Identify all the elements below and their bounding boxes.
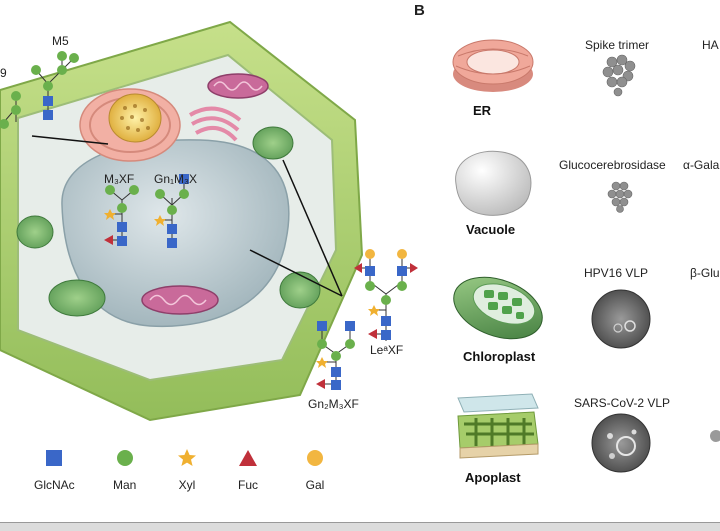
glycan-label-lexf: LeᵃXF bbox=[370, 343, 404, 357]
glycan-label-gn2m3xf: Gn₂M₃XF bbox=[308, 397, 359, 411]
glycan-label-partial: 9 bbox=[0, 66, 7, 80]
nucleus-pores bbox=[120, 104, 150, 132]
legend-label: Man bbox=[113, 478, 137, 492]
glycan-label-m5: M5 bbox=[52, 34, 69, 48]
legend-item-man: Man bbox=[113, 448, 136, 492]
legend-label: Fuc bbox=[238, 478, 259, 492]
er-organelle-image bbox=[452, 39, 534, 92]
nucleus bbox=[108, 93, 162, 143]
vacuole-organelle-image bbox=[455, 150, 532, 216]
organelle-label-chloroplast: Chloroplast bbox=[463, 349, 536, 364]
product-label-sars-cov-2-vlp: SARS-CoV-2 VLP bbox=[574, 396, 671, 410]
chloroplast-organelle-image bbox=[453, 276, 543, 340]
mitochondrion-top bbox=[207, 73, 269, 99]
partial-product-image bbox=[710, 430, 720, 442]
organelle-label-vacuole: Vacuole bbox=[466, 222, 516, 237]
chloroplast-3 bbox=[48, 279, 106, 317]
star-icon bbox=[178, 449, 196, 466]
pointer-line-er bbox=[31, 135, 109, 145]
golgi bbox=[188, 106, 242, 142]
spike-trimer-image bbox=[602, 54, 636, 97]
chloroplast-2 bbox=[16, 215, 54, 249]
legend-label: Gal bbox=[305, 478, 325, 492]
glycan-partial-left-structure bbox=[0, 91, 21, 129]
product-label-alpha-gala-partial: α-Gala bbox=[683, 158, 720, 172]
pointer-line-apoplast-a bbox=[282, 159, 343, 297]
triangle-icon bbox=[239, 450, 257, 466]
glycan-label-m3xf: M₃XF bbox=[104, 172, 135, 186]
product-label-hpv16-vlp: HPV16 VLP bbox=[584, 266, 649, 280]
legend-item-glcnac: GlcNAc bbox=[34, 448, 75, 492]
square-icon bbox=[46, 450, 63, 466]
glycan-gn1m3x-structure bbox=[154, 174, 189, 248]
circle-icon bbox=[307, 450, 323, 466]
chloroplast-1 bbox=[252, 126, 294, 160]
plant-cell-illustration bbox=[0, 20, 364, 422]
glycan-legend: GlcNAc Man Xyl Fuc Gal bbox=[0, 440, 360, 500]
glucocerebrosidase-image bbox=[607, 181, 633, 213]
product-label-beta-glu-partial: β-Glu bbox=[690, 266, 720, 280]
glycan-lexf-structure bbox=[354, 249, 418, 341]
legend-label: GlcNAc bbox=[34, 478, 75, 492]
product-label-ha-partial: HA bbox=[702, 38, 719, 52]
circle-icon bbox=[116, 450, 133, 466]
organelle-label-apoplast: Apoplast bbox=[465, 470, 521, 485]
legend-item-xyl: Xyl bbox=[177, 448, 197, 492]
product-label-spike-trimer: Spike trimer bbox=[585, 38, 650, 52]
legend-label: Xyl bbox=[178, 478, 196, 492]
chloroplast-4 bbox=[279, 271, 321, 309]
bottom-edge-bar bbox=[0, 522, 720, 531]
glycan-gn2m3xf-structure bbox=[316, 321, 355, 390]
pointer-line-apoplast-b bbox=[249, 249, 343, 297]
panel-b-letter: B bbox=[414, 2, 425, 19]
glycan-label-gn1m3x: Gn₁M₃X bbox=[154, 172, 197, 186]
mitochondrion-bottom bbox=[141, 285, 219, 315]
hpv16-vlp-image bbox=[591, 289, 651, 349]
glycan-m5-structure bbox=[31, 51, 79, 120]
legend-item-fuc: Fuc bbox=[238, 448, 258, 492]
glycan-m3xf-structure bbox=[104, 185, 139, 246]
legend-item-gal: Gal bbox=[305, 448, 325, 492]
apoplast-image bbox=[457, 393, 539, 459]
sars-cov-2-vlp-image bbox=[591, 413, 651, 473]
product-label-glucocerebrosidase: Glucocerebrosidase bbox=[559, 158, 666, 172]
organelle-label-er: ER bbox=[473, 103, 492, 118]
